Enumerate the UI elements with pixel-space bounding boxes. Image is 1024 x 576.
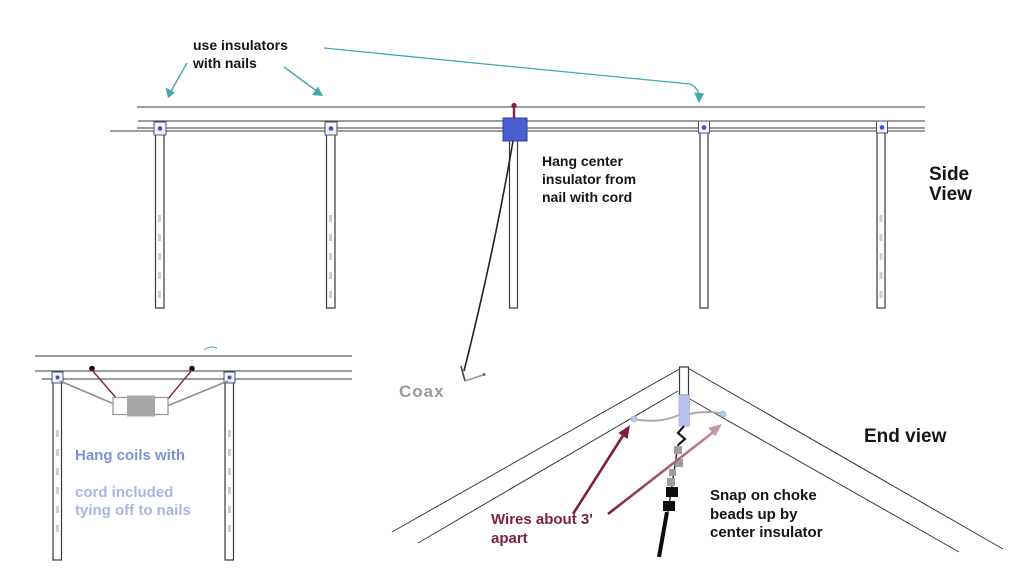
insulator-dot-right [227,375,232,380]
insulator-dot-4 [701,125,707,130]
coil-detail-drawing [35,346,352,561]
roof-line-left-outer [391,366,684,533]
annotation-hang-coils-line1: Hang coils with [75,446,186,464]
cord-right [166,369,193,401]
cord-left [91,369,118,400]
coil-winding [127,395,155,417]
annotation-use-insulators: use insulators with nails [193,37,288,71]
roof-line-right-inner [687,397,960,553]
end-view-drawing [391,366,1004,558]
wire-tie-dot-left [630,415,638,423]
annotation-coax: Coax [399,382,445,401]
side-view-title: Side View [929,164,972,205]
antenna-wire-left [633,414,680,422]
choke-bead-gray-2 [675,459,683,467]
annotation-hang-coils: Hang coils with cord included tying off … [75,428,191,539]
stud-post-4 [699,130,709,309]
teal-long-arrow [323,47,700,98]
ridge-post [678,366,690,396]
center-nail-head [511,102,517,109]
cord-zigzag [676,425,687,446]
wire-arrow-right-head [708,424,722,437]
center-insulator-endview [678,394,690,427]
teal-arrow-2 [283,66,319,93]
wire-arrow-left [571,433,626,515]
annotation-hang-center-insulator: Hang center insulator from nail with cor… [542,153,637,205]
annotation-wires-apart: Wires about 3' apart [491,511,593,547]
insulator-dot-2 [328,126,334,131]
coax-thick-line [657,511,669,558]
insulator-dot-1 [157,126,163,131]
antenna-wire-right [166,380,229,407]
choke-bead-gray-1 [674,446,682,454]
choke-bead-gray-3 [669,469,676,476]
coax-arrowhead-left [460,365,466,382]
center-insulator [502,117,528,142]
choke-bead-gray-4 [667,478,675,486]
side-view-drawing [110,47,925,382]
teal-scribble [203,346,218,351]
insulator-dot-5 [879,125,885,130]
nail-left [89,365,95,372]
insulator-dot-left [55,375,60,380]
choke-bead-black-1 [666,487,678,497]
antenna-wire-right [689,411,724,415]
wire-tie-dot-right [719,410,727,418]
coax-cable-line [463,140,514,372]
annotation-hang-coils-rest: cord included tying off to nails [75,483,191,520]
teal-arrow-2-head [312,86,323,96]
antenna-wire-left [59,380,115,405]
coax-arrowhead-dot [482,372,486,377]
nail-right [189,365,195,372]
end-view-title: End view [864,426,947,447]
teal-arrow-1-head [165,87,175,98]
wire-arrow-right [607,428,717,516]
coax-arrowhead-right [464,374,484,382]
teal-arrow-1 [169,62,188,94]
choke-bead-black-2 [663,501,675,511]
annotation-snap-choke-beads: Snap on choke beads up by center insulat… [710,487,823,541]
teal-long-arrow-head [694,92,704,103]
roof-line-right-outer [685,366,1004,550]
wire-arrow-left-head [618,425,630,439]
